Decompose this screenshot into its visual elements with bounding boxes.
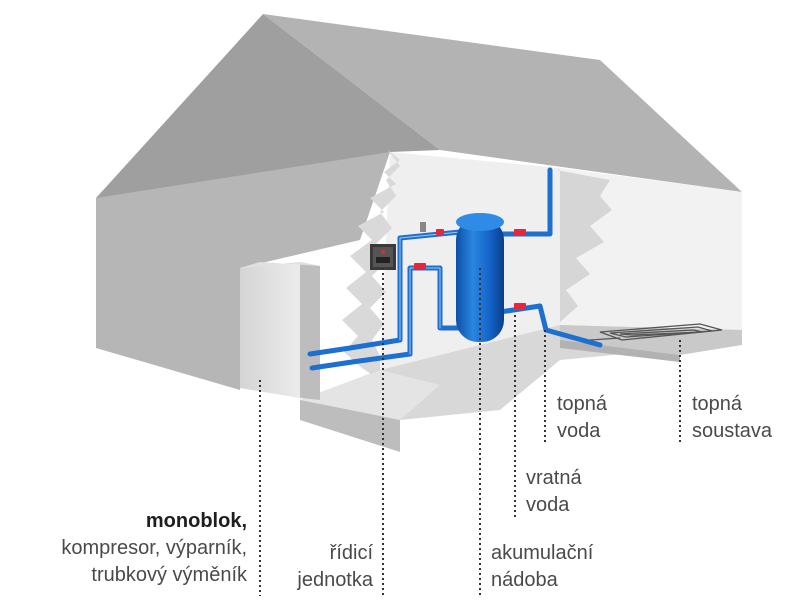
control-unit <box>370 222 426 270</box>
broken-wall-right <box>556 170 612 322</box>
label-topna-soustava: topná soustava <box>692 391 772 445</box>
label-monoblok-line3: trubkový výměník <box>91 564 247 586</box>
house-shell <box>96 14 742 452</box>
outer-wall-left <box>96 152 390 390</box>
label-akumulacni-nadoba: akumulační nádoba <box>491 540 593 594</box>
label-akumulacni-line1: akumulační <box>491 542 594 564</box>
label-topna-soustava-line2: soustava <box>692 420 773 442</box>
label-vratna-voda: vratná voda <box>526 465 582 519</box>
label-topna-voda: topná voda <box>557 391 607 445</box>
valve-tank-bottom <box>514 303 526 310</box>
label-monoblok-line2: kompresor, výparník, <box>61 537 247 559</box>
label-monoblok-line1: monoblok, <box>0 508 247 535</box>
label-topna-soustava-line1: topná <box>692 393 743 415</box>
valve-supply-top <box>436 229 444 235</box>
accumulation-tank <box>456 213 504 342</box>
label-topna-voda-line1: topná <box>557 393 608 415</box>
valves <box>414 229 526 310</box>
underfloor-heating-coil <box>589 323 723 341</box>
label-topna-voda-line2: voda <box>557 420 601 442</box>
low-wall-front <box>560 340 680 362</box>
label-vratna-line2: voda <box>526 494 570 516</box>
label-ridici-jednotka: řídicí jednotka <box>270 540 373 594</box>
valve-tank-top <box>514 229 526 236</box>
leader-lines <box>259 268 681 596</box>
floor-slab-top <box>300 370 440 420</box>
label-monoblok-comma: , <box>241 510 247 532</box>
label-ridici-line2: jednotka <box>297 569 373 591</box>
monoblok-unit <box>240 262 320 400</box>
label-ridici-line1: řídicí <box>329 542 373 564</box>
label-monoblok-title: monoblok <box>145 510 242 532</box>
label-vratna-line1: vratná <box>526 467 582 489</box>
valve-return-left <box>414 263 426 270</box>
roof-right <box>263 14 742 192</box>
label-akumulacni-line2: nádoba <box>491 569 558 591</box>
label-monoblok: monoblok, kompresor, výparník, trubkový … <box>0 508 247 589</box>
